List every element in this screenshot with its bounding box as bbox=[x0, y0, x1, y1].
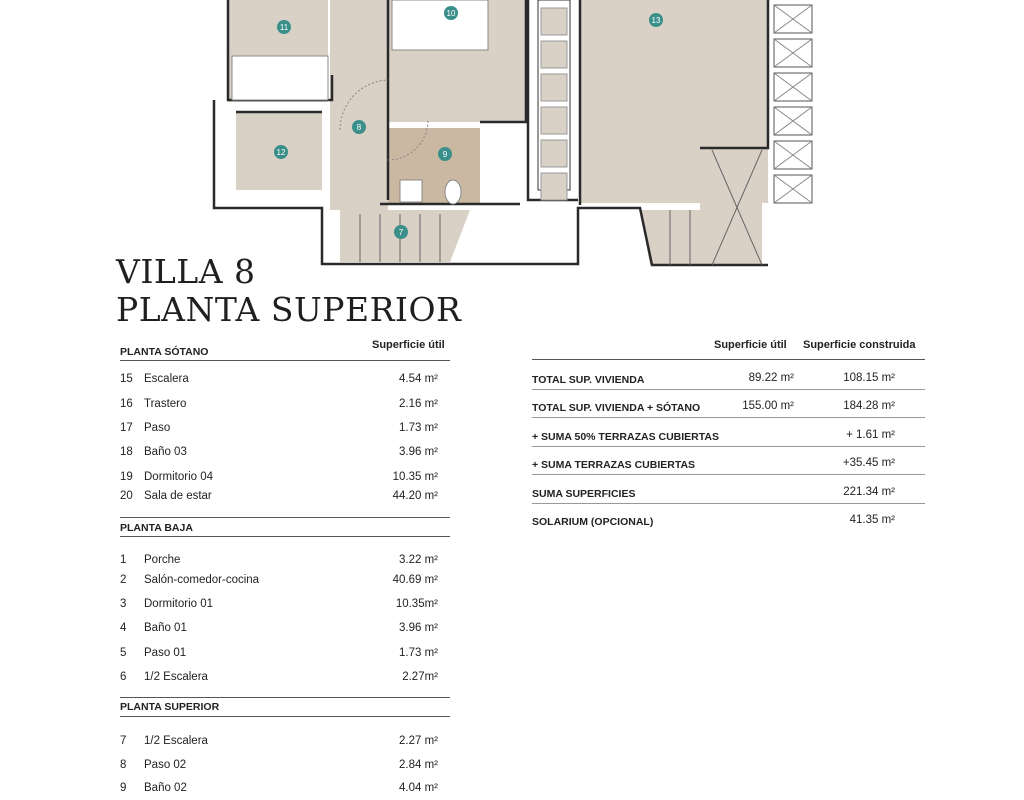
room-name: Dormitorio 04 bbox=[144, 471, 214, 483]
room-name: Trastero bbox=[144, 398, 187, 410]
room-area: 2.16 m² bbox=[399, 398, 438, 410]
room-name: Paso 01 bbox=[144, 647, 187, 659]
divider bbox=[532, 359, 925, 360]
room-marker bbox=[649, 13, 663, 27]
room-name: Salón-comedor-cocina bbox=[144, 574, 260, 586]
left-col-header: Superficie útil bbox=[372, 339, 445, 351]
section-heading: PLANTA SÓTANO bbox=[120, 346, 209, 358]
superficie-construida: 184.28 m² bbox=[843, 400, 895, 412]
room-area: 1.73 m² bbox=[399, 647, 438, 659]
divider bbox=[120, 360, 450, 361]
room-area: 2.84 m² bbox=[399, 759, 438, 771]
room-number: 3 bbox=[120, 598, 127, 610]
room-area: 44.20 m² bbox=[392, 490, 438, 502]
room-name: Paso bbox=[144, 422, 171, 434]
room-marker bbox=[352, 120, 366, 134]
divider bbox=[120, 536, 450, 537]
room-number: 9 bbox=[443, 150, 448, 159]
divider bbox=[532, 474, 925, 475]
room-name: Sala de estar bbox=[144, 490, 212, 502]
room-number: 16 bbox=[120, 398, 133, 410]
room-area: 4.54 m² bbox=[399, 373, 438, 385]
room-area: 10.35m² bbox=[395, 598, 438, 610]
room-area: 2.27m² bbox=[402, 671, 438, 683]
floor-title: PLANTA SUPERIOR bbox=[116, 290, 462, 329]
room-area: 10.35 m² bbox=[392, 471, 438, 483]
floor-plan-drawing: 11 10 13 8 12 9 7 bbox=[212, 0, 813, 267]
superficie-construida: 221.34 m² bbox=[843, 486, 895, 498]
right-col-construida: Superficie construida bbox=[803, 339, 916, 351]
room-marker bbox=[394, 225, 408, 239]
divider bbox=[532, 417, 925, 418]
totals-label: + SUMA 50% TERRAZAS CUBIERTAS bbox=[532, 431, 719, 443]
divider bbox=[532, 503, 925, 504]
room-number: 4 bbox=[120, 622, 127, 634]
room-number: 8 bbox=[120, 759, 127, 771]
room-number: 8 bbox=[357, 123, 362, 132]
room-name: Dormitorio 01 bbox=[144, 598, 214, 610]
room-marker bbox=[277, 20, 291, 34]
section-heading: PLANTA SUPERIOR bbox=[120, 701, 220, 713]
room-number: 17 bbox=[120, 422, 133, 434]
superficie-util: 155.00 m² bbox=[742, 400, 794, 412]
superficie-util: 89.22 m² bbox=[748, 372, 794, 384]
villa-title: VILLA 8 bbox=[116, 252, 256, 291]
room-number: 1 bbox=[120, 554, 127, 566]
room-number: 20 bbox=[120, 490, 133, 502]
room-number: 7 bbox=[399, 228, 404, 237]
room-number: 11 bbox=[280, 23, 289, 32]
divider bbox=[532, 446, 925, 447]
right-col-util: Superficie útil bbox=[714, 339, 787, 351]
room-number: 9 bbox=[120, 782, 127, 794]
superficie-construida: 41.35 m² bbox=[849, 514, 895, 526]
superficie-construida: + 1.61 m² bbox=[846, 429, 895, 441]
room-area: 2.27 m² bbox=[399, 735, 438, 747]
room-name: Paso 02 bbox=[144, 759, 187, 771]
totals-label: TOTAL SUP. VIVIENDA bbox=[532, 374, 645, 386]
totals-label: SUMA SUPERFICIES bbox=[532, 488, 636, 500]
divider bbox=[120, 716, 450, 717]
room-marker bbox=[438, 147, 452, 161]
superficie-construida: +35.45 m² bbox=[842, 457, 895, 469]
room-name: Escalera bbox=[144, 373, 189, 385]
room-number: 10 bbox=[447, 9, 456, 18]
room-number: 2 bbox=[120, 574, 127, 586]
room-number: 13 bbox=[652, 16, 661, 25]
superficie-construida: 108.15 m² bbox=[843, 372, 895, 384]
room-number: 15 bbox=[120, 373, 133, 385]
totals-label: TOTAL SUP. VIVIENDA + SÓTANO bbox=[532, 402, 701, 414]
room-name: Baño 01 bbox=[144, 622, 187, 634]
room-area: 3.96 m² bbox=[399, 446, 438, 458]
room-area: 40.69 m² bbox=[392, 574, 438, 586]
room-number: 5 bbox=[120, 647, 127, 659]
room-name: Baño 02 bbox=[144, 782, 187, 794]
room-area: 4.04 m² bbox=[399, 782, 438, 794]
room-area: 1.73 m² bbox=[399, 422, 438, 434]
room-name: Porche bbox=[144, 554, 181, 566]
room-number: 19 bbox=[120, 471, 133, 483]
totals-label: SOLARIUM (OPCIONAL) bbox=[532, 516, 654, 528]
room-number: 18 bbox=[120, 446, 133, 458]
room-area: 3.96 m² bbox=[399, 622, 438, 634]
section-heading: PLANTA BAJA bbox=[120, 522, 193, 534]
totals-label: + SUMA TERRAZAS CUBIERTAS bbox=[532, 459, 696, 471]
divider bbox=[532, 389, 925, 390]
divider bbox=[120, 517, 450, 518]
room-name: 1/2 Escalera bbox=[144, 671, 208, 683]
room-number: 7 bbox=[120, 735, 127, 747]
room-marker bbox=[274, 145, 288, 159]
room-name: Baño 03 bbox=[144, 446, 187, 458]
room-number: 6 bbox=[120, 671, 127, 683]
room-name: 1/2 Escalera bbox=[144, 735, 208, 747]
room-marker bbox=[444, 6, 458, 20]
room-number: 12 bbox=[277, 148, 286, 157]
room-area: 3.22 m² bbox=[399, 554, 438, 566]
divider bbox=[120, 697, 450, 698]
